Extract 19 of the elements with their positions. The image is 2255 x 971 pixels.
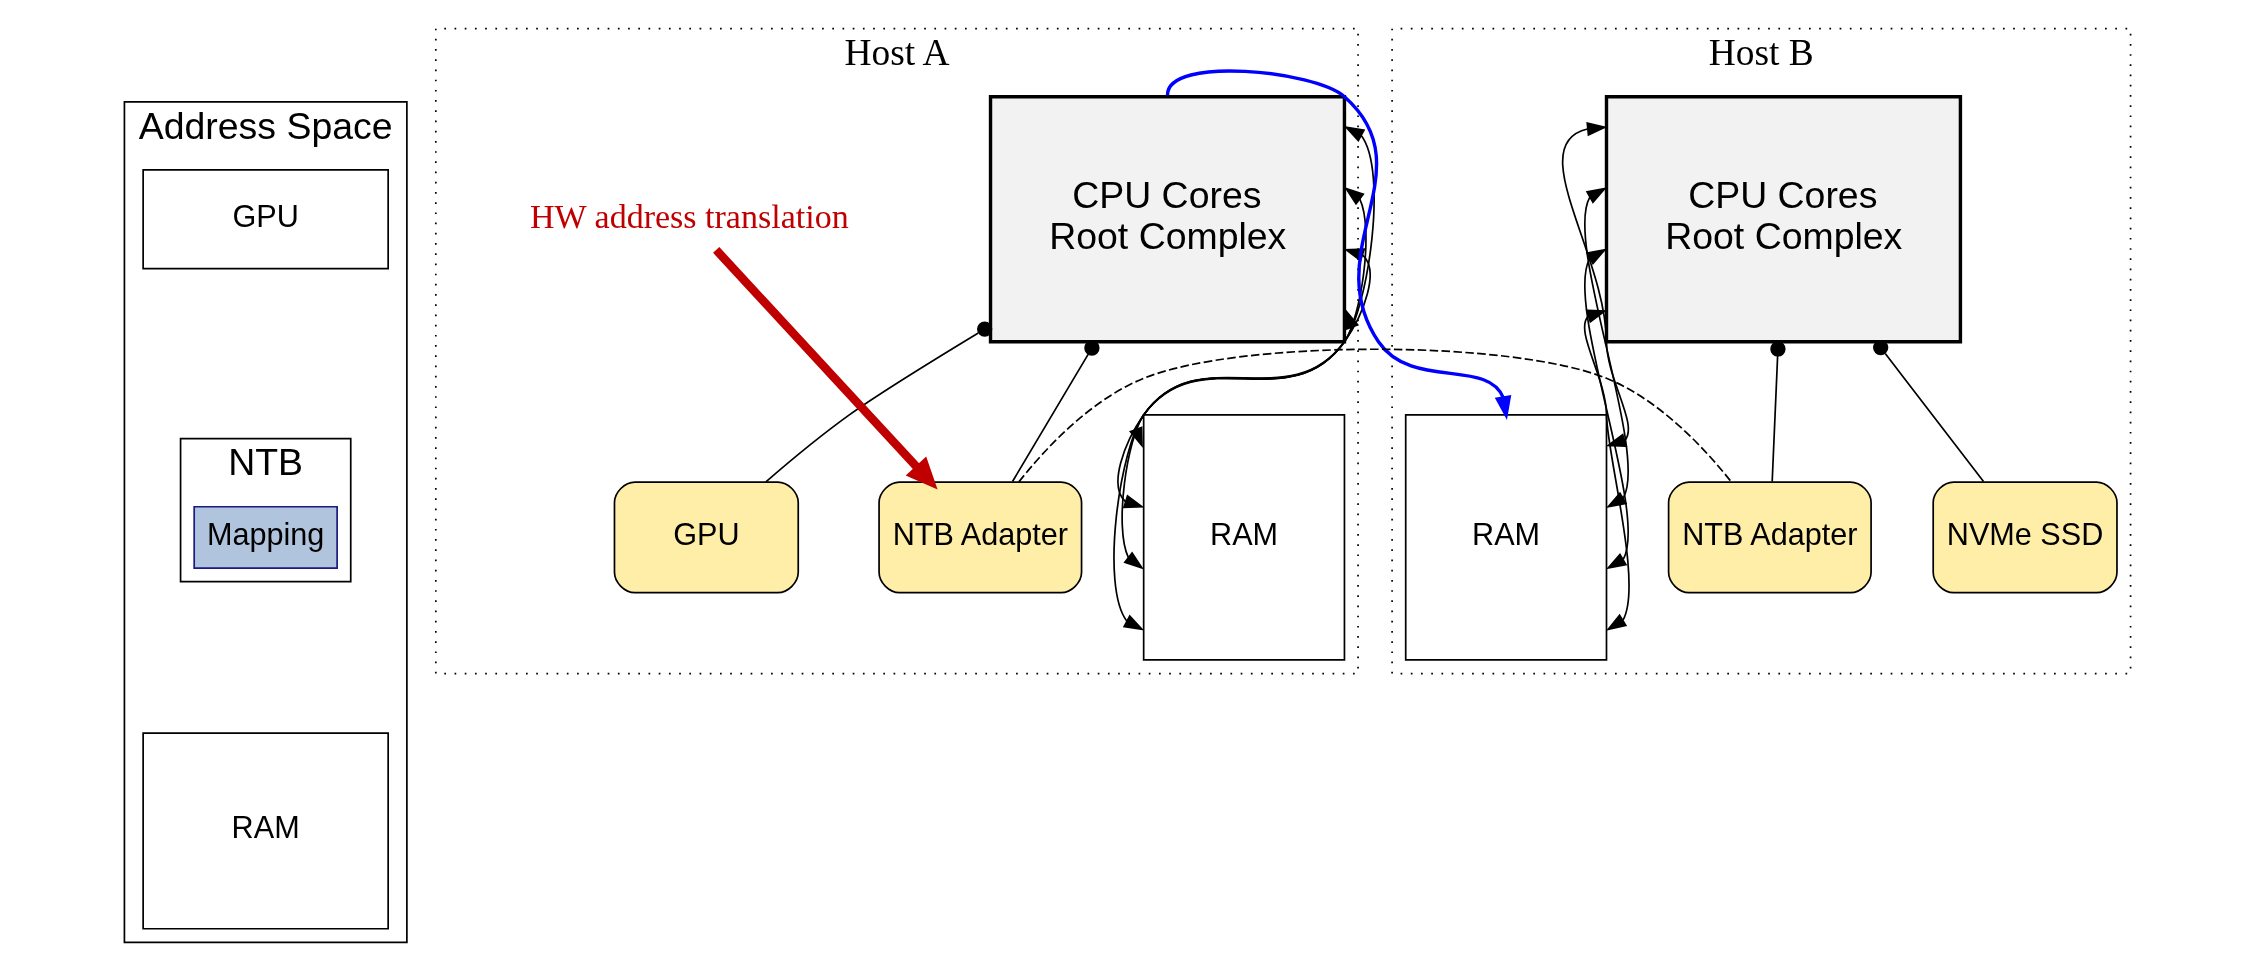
node-box: RAM (142, 732, 389, 930)
connector (1018, 348, 1733, 483)
arrow (1113, 308, 1360, 631)
arrow (713, 247, 938, 490)
node-box: Mapping (193, 505, 338, 569)
node-box: CPU Cores Root Complex (988, 95, 1347, 344)
node-box: CPU Cores Root Complex (1604, 95, 1963, 344)
node-box: GPU (142, 169, 389, 270)
connector (1770, 341, 1786, 483)
node-box: NTB Adapter (878, 481, 1083, 594)
node-box: RAM (1404, 414, 1608, 661)
connector (1011, 340, 1100, 483)
node-box: NVMe SSD (1932, 481, 2118, 594)
arrow (1165, 69, 1512, 420)
connector (765, 321, 993, 483)
node-text: HW address translation (530, 197, 849, 235)
node-box: GPU (613, 481, 800, 594)
node-box: RAM (1142, 414, 1346, 661)
node-box: NTB Adapter (1667, 481, 1872, 594)
